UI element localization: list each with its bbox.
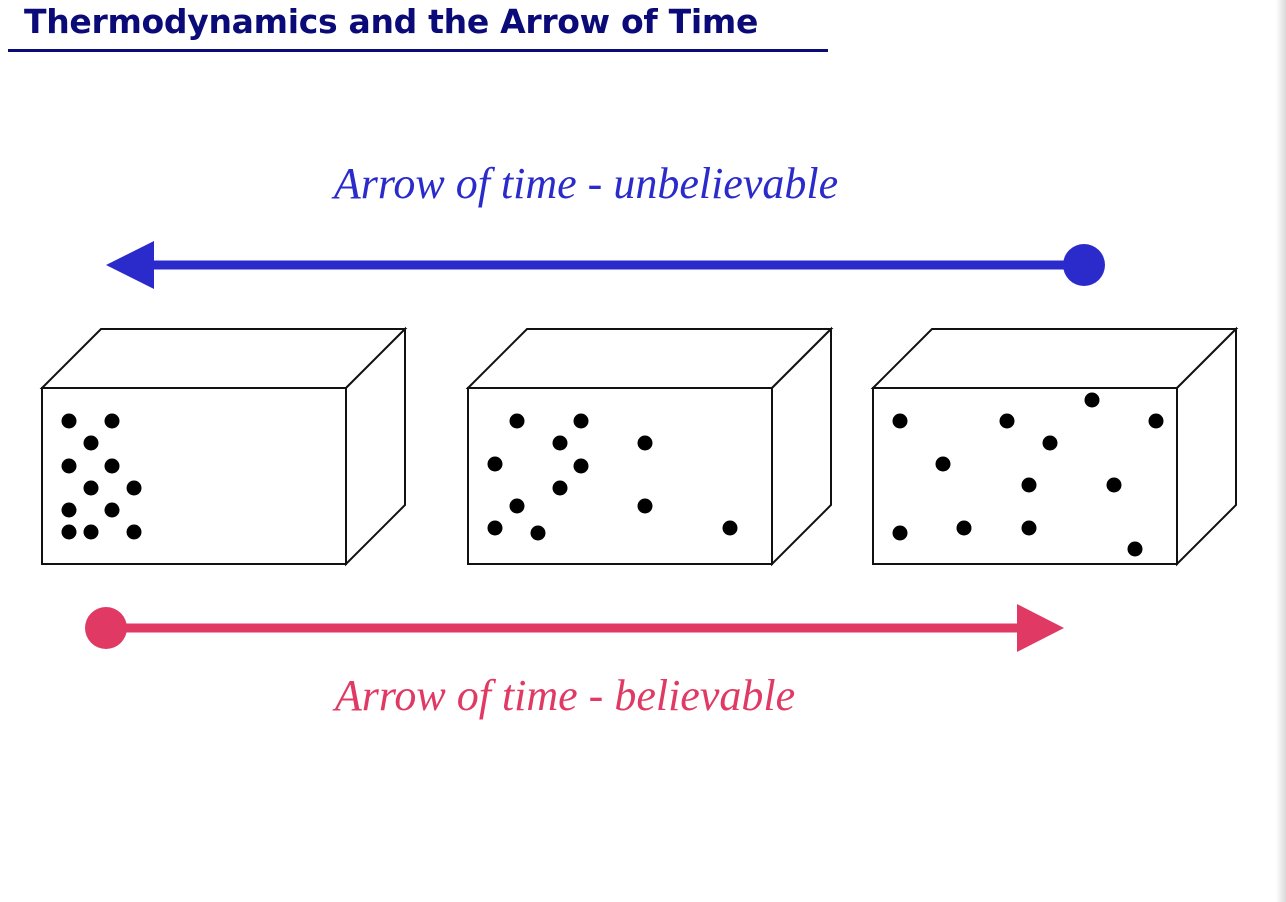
particle-dot [104,458,120,474]
box-top-face [465,328,834,389]
particle-dot [1148,413,1164,429]
box-front-face [872,387,1178,565]
particle-dot [892,413,908,429]
believable-arrow-start-dot [85,607,127,649]
unbelievable-caption: Arrow of time - unbelievable [331,159,838,208]
particle-dot [1106,477,1122,493]
box-top-face [39,328,408,389]
particle-dot [999,413,1015,429]
particle-dot [61,458,77,474]
particle-dot [530,525,546,541]
particle-dot [83,524,99,540]
particle-dot [61,413,77,429]
box-top-face [870,328,1239,389]
particle-dot [1021,520,1037,536]
particle-dot [487,456,503,472]
particle-dot [509,498,525,514]
particle-dot [104,502,120,518]
right-edge-shadow [1276,0,1286,902]
particle-dot [1084,392,1100,408]
particle-dot [83,435,99,451]
particle-dot [935,456,951,472]
particle-dot [61,502,77,518]
believable-arrow [85,604,1064,652]
unbelievable-arrowhead [106,241,154,289]
particle-dot [1042,435,1058,451]
particle-dot [637,498,653,514]
unbelievable-arrow-start-dot [1063,244,1105,286]
particle-dot [1021,477,1037,493]
box-disordered [870,326,1239,567]
particle-dot [956,520,972,536]
box-spreading [465,326,834,567]
particle-dot [83,480,99,496]
particle-dot [552,435,568,451]
particle-dot [509,413,525,429]
particle-dot [126,480,142,496]
slide-title: Thermodynamics and the Arrow of Time [24,2,759,41]
particle-dot [126,524,142,540]
believable-arrowhead [1017,604,1064,652]
particle-dot [61,524,77,540]
particle-dot [892,525,908,541]
believable-caption: Arrow of time - believable [332,671,795,720]
particle-dot [722,520,738,536]
box-front-face [467,387,773,565]
particle-dot [573,413,589,429]
particle-dot [104,413,120,429]
boxes-layer [39,326,1239,567]
particle-dot [573,458,589,474]
particle-dot [552,480,568,496]
particle-dot [487,520,503,536]
unbelievable-arrow [106,241,1105,289]
title-underline [8,49,828,52]
particle-dot [637,435,653,451]
particle-dot [1127,541,1143,557]
box-ordered [39,326,408,567]
